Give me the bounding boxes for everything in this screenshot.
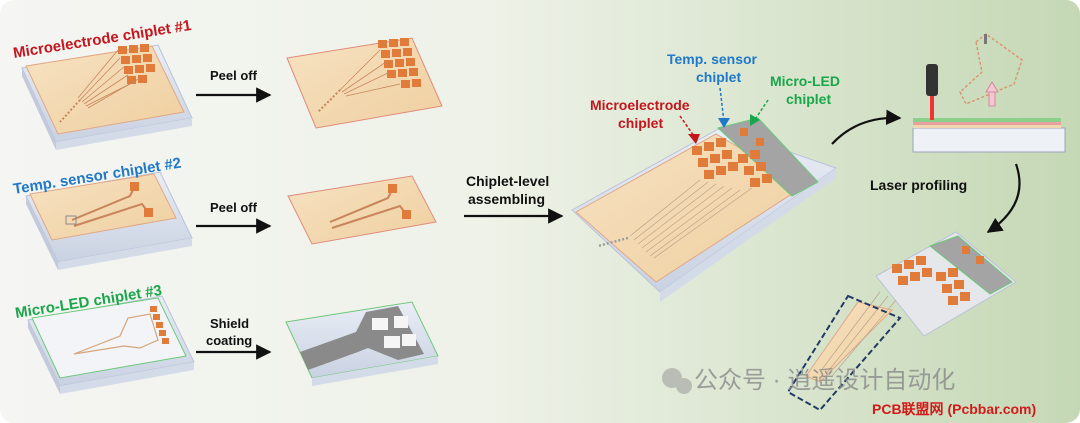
microelectrode-pointer-head (688, 134, 700, 144)
micro-led-label-line2: chiplet (786, 91, 831, 107)
probe-highlight-box (786, 294, 902, 412)
profiled-device (786, 231, 1017, 412)
chiplet2-wafer (25, 171, 193, 270)
microelectrode-pointer (679, 115, 695, 137)
wechat-icon (662, 368, 692, 394)
micro-led-pointer (755, 99, 769, 119)
from-laser-arrow (986, 163, 1021, 233)
laser-station (912, 33, 1066, 153)
watermark-site: PCB联盟网 (Pcbbar.com) (872, 401, 1036, 417)
temp-sensor-pointer (719, 87, 725, 123)
micro-led-label-line1: Micro-LED (770, 73, 840, 89)
peel-off-label-1: Peel off (210, 68, 258, 83)
temp-sensor-pointer-head (718, 118, 730, 128)
assembled-device (571, 117, 838, 302)
temp-sensor-label-line1: Temp. sensor (667, 51, 758, 67)
micro-led-pointer-head (750, 114, 760, 126)
chiplet3-wafer (27, 295, 195, 394)
to-laser-arrow (831, 109, 902, 145)
shield-label-line1: Shield (210, 316, 249, 331)
microelectrode-label-line2: chiplet (618, 115, 663, 131)
watermark-wechat: 公众号 · 逍遥设计自动化 (694, 367, 955, 394)
peel-off-label-2: Peel off (210, 200, 258, 215)
chiplet2-peeled (287, 175, 437, 245)
temp-sensor-label-line2: chiplet (696, 69, 741, 85)
chiplet1-peeled (286, 37, 443, 129)
shield-label-line2: coating (206, 333, 252, 348)
chiplet3-shielded (285, 301, 439, 386)
chiplet1-wafer (21, 44, 193, 150)
assemble-label-line1: Chiplet-level (466, 173, 549, 189)
laser-profiling-label: Laser profiling (870, 177, 967, 193)
microelectrode-label-line1: Microelectrode (590, 97, 690, 113)
assemble-label-line2: assembling (468, 191, 545, 207)
